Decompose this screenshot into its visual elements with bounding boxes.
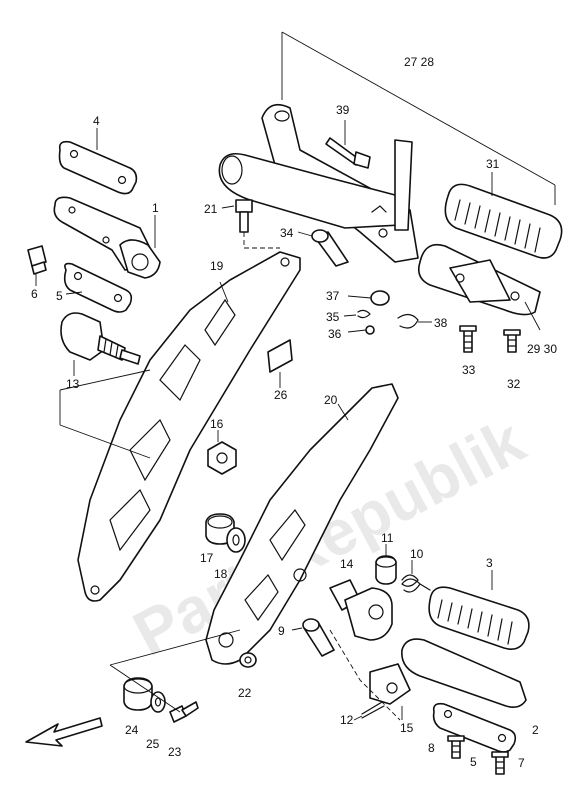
callout-29-30: 29 30 [527,342,557,356]
part-22-collar [239,652,257,668]
callout-10: 10 [410,547,424,561]
callout-4: 4 [93,114,100,128]
callout-23: 23 [168,745,182,759]
part-1-footrest [53,196,161,279]
callout-5-upper: 5 [56,289,63,303]
part-10-spring [401,560,431,593]
part-14-pivot [329,579,393,641]
callout-12: 12 [340,713,354,727]
callout-39: 39 [336,103,350,117]
callout-20: 20 [324,393,338,407]
part-15-footrest [369,638,527,720]
callout-15: 15 [400,721,414,735]
left-dashed-guides [59,369,151,459]
part-31-footrest-rubber [444,172,563,259]
part-20-bracket [205,383,399,665]
part-11-collar [375,544,397,585]
callout-31: 31 [486,157,500,171]
callout-36: 36 [328,327,342,341]
part-19-bracket [77,251,301,602]
callout-34: 34 [280,226,294,240]
part-27-28-bracket [218,103,419,263]
part-5-plate-upper [63,262,133,313]
part-25-washer [150,691,166,713]
callout-2: 2 [532,723,539,737]
callout-27-28: 27 28 [404,55,434,69]
callout-labels: 1 2 3 4 5 5 6 7 8 9 10 11 12 13 14 15 16… [31,55,557,770]
callout-38: 38 [434,316,448,330]
part-9-pin [291,618,335,657]
callout-3: 3 [486,556,493,570]
callout-11: 11 [381,531,394,545]
arrow-down-left-icon [25,717,103,747]
part-38-clip [397,313,432,329]
callout-1: 1 [152,201,159,215]
part-34-pin [297,229,349,267]
upper-right-group-bracket [281,31,556,205]
callout-18: 18 [214,567,228,581]
part-29-30-footrest [417,243,541,331]
part-23-bolt [169,701,199,723]
part-21-bolt [221,199,280,249]
callout-26: 26 [274,388,288,402]
callout-6: 6 [31,287,38,301]
callout-8: 8 [428,741,435,755]
callout-32: 32 [507,377,521,391]
part-12-cotter-pin [353,701,385,721]
callout-5-lower: 5 [470,755,477,769]
part-35-spring [343,309,371,319]
part-24-collar [123,677,153,711]
callout-19: 19 [210,259,224,273]
callout-13: 13 [66,377,80,391]
part-18-washer [226,527,246,553]
part-13-pivot [60,312,141,376]
callout-14: 14 [340,557,354,571]
callout-9: 9 [278,624,285,638]
callout-25: 25 [146,737,160,751]
part-36-ball [347,325,375,335]
part-6-grease-nipple [27,245,47,286]
part-7-screw [491,751,509,775]
callout-21: 21 [204,202,218,216]
part-8-screw [447,735,465,759]
lower-dashed-guides [109,629,401,721]
callout-7: 7 [518,756,525,770]
part-32-screw [503,329,521,353]
part-4-plate [58,128,138,195]
callout-37: 37 [326,289,340,303]
part-37-washer [347,290,390,306]
callout-24: 24 [125,723,139,737]
part-26-label [267,339,293,388]
part-39-bolt [325,120,371,169]
callout-16: 16 [210,417,224,431]
callout-22: 22 [238,686,252,700]
part-5-plate-lower [432,702,517,753]
callout-33: 33 [462,363,476,377]
part-33-screw [459,325,477,353]
callout-17: 17 [200,551,214,565]
callout-35: 35 [326,310,340,324]
part-16-nut [207,430,237,475]
part-3-footrest-rubber [428,570,530,650]
